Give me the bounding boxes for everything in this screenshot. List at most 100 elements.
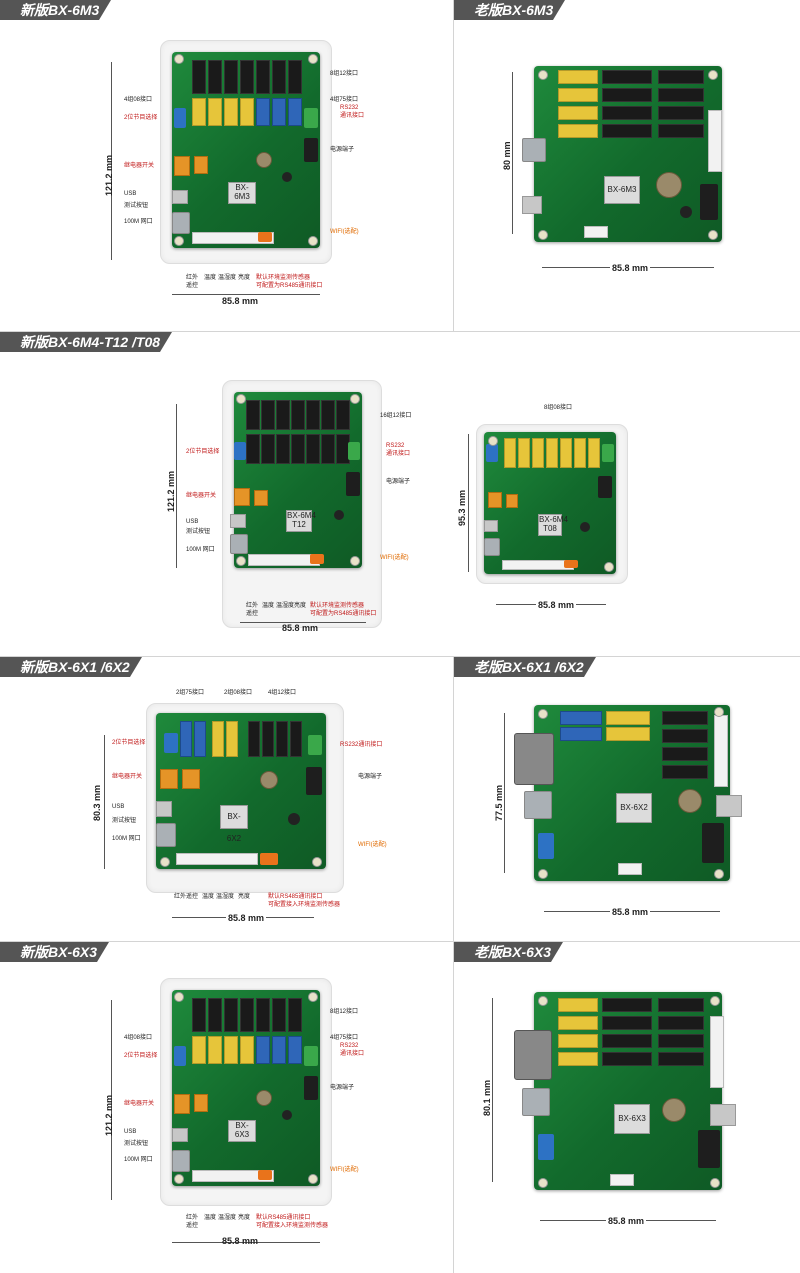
mounting-hole xyxy=(350,556,360,566)
capacitor xyxy=(334,510,344,520)
blue-terminal xyxy=(538,1134,554,1160)
height-dimension: 121.2 mm xyxy=(104,1094,114,1136)
program-select-terminal xyxy=(164,733,178,753)
header-connector xyxy=(658,106,704,120)
usb-port xyxy=(172,190,188,204)
label-testbtn: 测试按钮 xyxy=(186,529,211,535)
label-eth: 100M 网口 xyxy=(124,1157,153,1163)
button-connector xyxy=(584,226,608,238)
header-connector xyxy=(248,721,260,757)
label-relay: 继电器开关 xyxy=(124,163,155,169)
header-08-connector xyxy=(558,106,598,120)
rs232-terminal xyxy=(304,108,318,128)
label-top-b: 8组08接口 xyxy=(544,405,573,411)
header-08-connector xyxy=(208,98,222,126)
panel-title: 新版BX-6X3 xyxy=(0,942,110,962)
panel-title: 老版BX-6X3 xyxy=(454,942,564,962)
header-connector xyxy=(288,998,302,1032)
header-75-connector xyxy=(560,727,602,741)
pcb-board: BX-6X2 xyxy=(156,713,326,869)
capacitor xyxy=(580,522,590,532)
header-connector xyxy=(291,434,305,464)
label-usb: USB xyxy=(186,519,199,525)
db9-serial-port xyxy=(514,1030,552,1080)
label-bottom3: 温湿度 xyxy=(216,894,235,900)
width-dimension: 85.8 mm xyxy=(226,913,267,923)
label-left2: 2位节目选择 xyxy=(124,115,158,121)
power-terminal xyxy=(306,767,322,795)
label-bottom2: 温度 xyxy=(204,275,217,281)
program-select-terminal xyxy=(486,444,498,462)
rs232-terminal xyxy=(308,735,322,755)
label-bottom3: 温湿度 xyxy=(276,603,295,609)
usb-port xyxy=(710,1104,736,1126)
sensor-connectors xyxy=(192,232,274,244)
header-connector xyxy=(658,1016,704,1030)
coin-battery xyxy=(656,172,682,198)
header-connector xyxy=(602,1052,652,1066)
label-left1: 4组08接口 xyxy=(124,1035,153,1041)
relay xyxy=(194,156,208,174)
main-chip: BX-6X2 xyxy=(616,793,652,823)
header-08-connector xyxy=(558,998,598,1012)
coin-battery xyxy=(256,1090,272,1106)
label-relay: 继电器开关 xyxy=(186,493,217,499)
height-dimension: 80.3 mm xyxy=(92,784,102,821)
height-dimension: 121.2 mm xyxy=(166,470,176,512)
header-connector xyxy=(658,1052,704,1066)
program-select-terminal xyxy=(174,1046,186,1066)
header-08-connector xyxy=(558,1034,598,1048)
header-08-connector xyxy=(606,711,650,725)
main-chip: BX-6M4 T12 xyxy=(286,510,316,532)
label-bottom4: 亮度 xyxy=(238,1215,251,1221)
power-terminal xyxy=(346,472,360,496)
panel-old-bx-6m3: 老版BX-6M3 BX-6M3 80 mm 85.8 mm xyxy=(454,0,800,331)
height-dimension-line xyxy=(176,404,177,568)
header-connector xyxy=(602,70,652,84)
pcb-board: BX-6X3 xyxy=(172,990,320,1186)
header-connector xyxy=(224,60,238,94)
height-dimension-line xyxy=(111,62,112,260)
header-75-connector xyxy=(256,1036,270,1064)
ethernet-port xyxy=(172,1150,190,1172)
label-right2: 4组75接口 xyxy=(330,97,359,103)
mounting-hole xyxy=(160,857,170,867)
label-right1: 8组12接口 xyxy=(330,71,359,77)
header-08-connector xyxy=(226,721,238,757)
mounting-hole xyxy=(538,230,548,240)
header-connector xyxy=(288,60,302,94)
panel-new-bx-6x3: 新版BX-6X3 BX-6X3 121.2 mm 85.8 mm xyxy=(0,942,453,1273)
label-left1: 2位节目选择 xyxy=(186,449,220,455)
mounting-hole xyxy=(714,707,724,717)
button-connector xyxy=(618,863,642,875)
header-connector xyxy=(246,400,260,430)
header-connector xyxy=(336,400,350,430)
sensor-connectors xyxy=(192,1170,274,1182)
side-connectors xyxy=(708,110,722,172)
usb-port xyxy=(230,514,246,528)
mounting-hole xyxy=(308,1174,318,1184)
program-select-terminal xyxy=(174,108,186,128)
divider xyxy=(0,941,800,942)
width-dimension-line xyxy=(172,294,320,295)
label-bottom1: 红外 遥控 xyxy=(246,603,259,617)
pcb-board: BX-6M3 xyxy=(522,66,722,242)
label-bottom1: 红外遥控 xyxy=(174,894,199,900)
header-connector xyxy=(240,998,254,1032)
mounting-hole xyxy=(308,236,318,246)
ethernet-port xyxy=(172,212,190,234)
pcb-board: BX-6X3 xyxy=(514,992,736,1190)
mounting-hole xyxy=(714,869,724,879)
header-connector xyxy=(290,721,302,757)
mounting-hole xyxy=(710,1178,720,1188)
mounting-hole xyxy=(308,54,318,64)
height-dimension: 121.2 mm xyxy=(104,154,114,196)
header-connector xyxy=(662,711,708,725)
header-connector xyxy=(662,747,708,761)
header-connector xyxy=(662,765,708,779)
label-right1: 16组12接口 xyxy=(380,413,412,419)
rs485-terminal xyxy=(258,232,272,242)
relay xyxy=(488,492,502,508)
header-08-connector xyxy=(558,1016,598,1030)
coin-battery xyxy=(662,1098,686,1122)
